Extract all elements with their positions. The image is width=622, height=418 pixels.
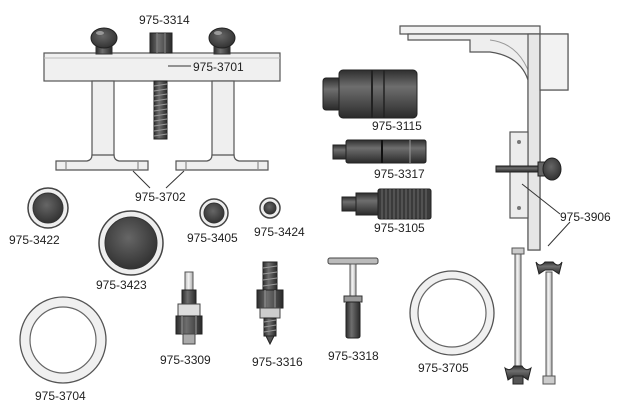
disc-3405	[199, 198, 229, 228]
label-975-3423: 975-3423	[96, 278, 147, 292]
long-bolt-right	[535, 261, 563, 385]
label-975-3424: 975-3424	[254, 225, 305, 239]
puller-knob-right	[208, 27, 236, 55]
t-handle-3318	[327, 257, 379, 339]
label-975-3317: 975-3317	[374, 167, 425, 181]
disc-3423	[98, 210, 164, 276]
label-975-3318: 975-3318	[328, 349, 379, 363]
puller-crossbar	[43, 52, 281, 171]
label-975-3704: 975-3704	[35, 389, 86, 403]
disc-3422	[27, 187, 69, 229]
driver-3105	[341, 188, 432, 220]
puller-knob-left	[90, 27, 118, 55]
ring-3705	[409, 270, 495, 356]
long-bolt-left	[504, 247, 532, 385]
label-975-3701: 975-3701	[193, 60, 244, 74]
label-975-3702: 975-3702	[135, 190, 186, 204]
disc-3424	[259, 197, 281, 219]
adapter-3309	[175, 271, 203, 345]
label-975-3705: 975-3705	[418, 361, 469, 375]
forcing-screw	[149, 32, 173, 140]
label-975-3422: 975-3422	[9, 233, 60, 247]
label-975-3314: 975-3314	[139, 13, 190, 27]
label-975-3405: 975-3405	[187, 231, 238, 245]
ring-3704	[19, 296, 107, 384]
label-975-3316: 975-3316	[252, 355, 303, 369]
socket-3115	[322, 69, 418, 119]
adapter-3316	[256, 261, 284, 346]
label-975-3906: 975-3906	[560, 210, 611, 224]
label-975-3115: 975-3115	[372, 119, 422, 133]
driver-3317	[332, 139, 427, 164]
label-975-3105: 975-3105	[374, 221, 425, 235]
label-975-3309: 975-3309	[160, 353, 211, 367]
